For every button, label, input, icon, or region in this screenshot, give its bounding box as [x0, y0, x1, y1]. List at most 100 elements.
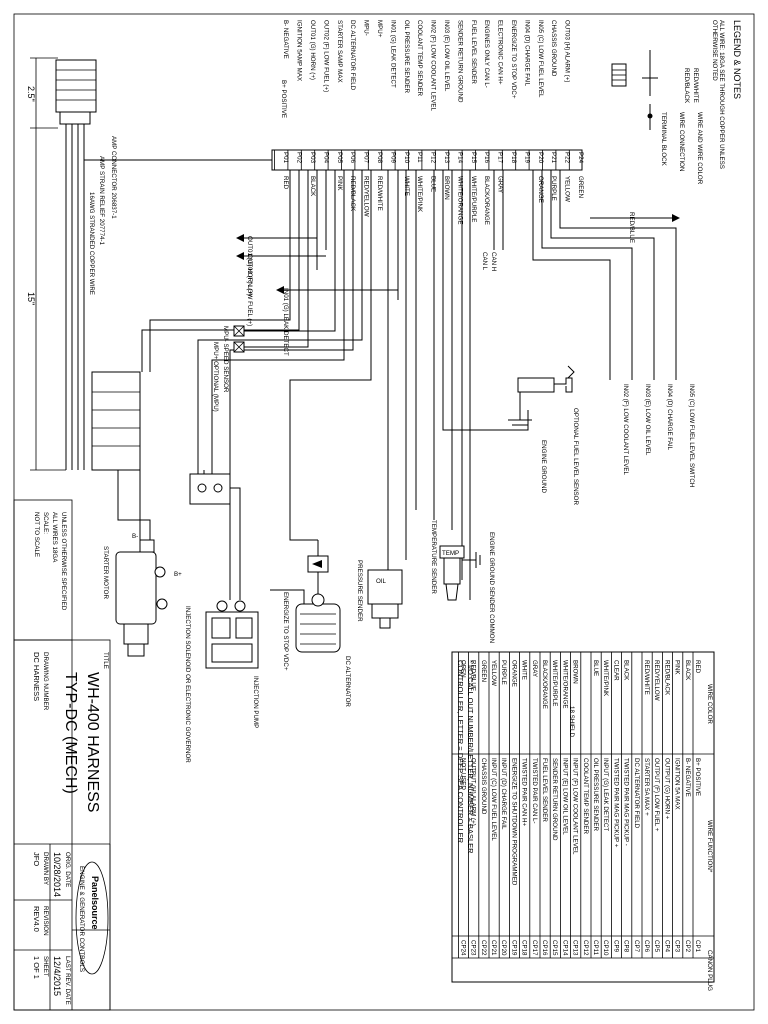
dim-mid: 15"	[26, 292, 36, 305]
drawing-subtitle: TYP-DC (MECH)	[62, 672, 79, 794]
table-cell-plug: CP10	[602, 940, 609, 956]
pin-id: P05	[336, 152, 343, 164]
pin-id: P10	[403, 152, 410, 164]
table-header-function: WIRE FUNCTION*	[706, 820, 713, 873]
pin-id: P17	[497, 152, 504, 164]
pin-function-label: ENGINES ONLY CAN L-	[483, 20, 490, 88]
table-cell-plug: CP22	[480, 940, 487, 956]
sheet-label: SHEET	[42, 956, 49, 977]
pin-id: P01	[282, 152, 289, 164]
table-cell-function: B+ POSITIVE	[694, 758, 701, 796]
table-cell-function: INPUT (C) LOW FUEL LEVEL	[490, 758, 497, 841]
company-name: Panelsource	[90, 876, 100, 930]
pin-function-label: OUT02 (F) LOW FUEL (+)	[322, 20, 329, 92]
switch-label: IN04 (D) CHARGE FAIL	[666, 384, 673, 451]
table-cell-color: WHITE	[521, 660, 528, 680]
table-cell-color: WHITE/PINK	[602, 660, 609, 697]
leak-detect-label: IN01 (G) LEAK DETECT	[282, 288, 289, 356]
pin-id: P06	[349, 152, 356, 164]
table-cell-color: BROWN	[572, 660, 579, 684]
table-footnote-2: CONTROLLER, LETTER = DEEP SEA CONTROLLER	[456, 660, 465, 844]
fuel-level-sensor: OPTIONAL FUEL LEVEL SENSOR ENGINE GROUND	[508, 365, 579, 505]
legend-sample-color-2: RED/BLACK	[683, 68, 690, 104]
pin-wire-color-label: WHITE/PINK	[416, 176, 423, 213]
table-cell-function: OIL PRESSURE SENDER	[592, 758, 599, 832]
table-cell-function: FUEL LEVEL SENDER	[541, 758, 548, 822]
unless-note-1: UNLESS OTHERWISE SPECIFIED	[60, 512, 67, 611]
table-cell-function: IGNITION 5A MAX	[674, 758, 681, 810]
table-cell-color: RED/BLACK	[663, 660, 670, 696]
pin-function-label: OIL PRESSURE SENDER	[403, 20, 410, 94]
pin-function-label: MPU+	[376, 20, 383, 38]
wire-table-border	[451, 651, 715, 983]
company-logo: Panelsource ENGINE & GENERATOR CONTROLS	[75, 861, 109, 975]
terminal-block	[91, 371, 141, 471]
legend-title: LEGEND & NOTES	[732, 20, 742, 99]
table-cell-color: BLACK/ORANGE	[541, 660, 548, 709]
table-cell-color: BLACK	[684, 660, 691, 681]
pin-id: P15	[470, 152, 477, 164]
drawing-number-label: DRAWING NUMBER	[42, 652, 49, 711]
company-sub: ENGINE & GENERATOR CONTROLS	[78, 866, 85, 972]
sensor-wires	[387, 170, 529, 600]
pin-wire-color-label: PINK	[336, 176, 343, 191]
drawn-by-label: DRAWN BY	[42, 852, 49, 885]
pin-id: P02	[296, 152, 303, 164]
can-h-label: CAN H	[490, 252, 497, 271]
red-blue-arrow	[672, 214, 680, 222]
table-cell-color: WHITE/ORANGE	[561, 660, 568, 708]
relay-block	[189, 470, 231, 505]
temp-badge: TEMP	[442, 550, 459, 557]
table-cell-plug: CP16	[541, 940, 548, 956]
revision-label: REVISION	[42, 906, 49, 936]
engine-ground-sender-label: ENGINE GROUND SENDER COMMON	[488, 532, 495, 643]
fuel-level-sensor-body	[517, 377, 555, 393]
pin-function-label: IN04 (D) CHARGE FAIL	[523, 20, 530, 87]
unless-note-2: ALL WIRES 18GA	[51, 512, 58, 563]
pin-function-label: STARTER SAMP MAX	[336, 20, 343, 83]
pin-function-label: OUT03 (H) ALARM (+)	[564, 20, 571, 82]
injection-pump-label: INJECTION PUMP	[252, 676, 259, 728]
pin-function-label: SENDER RETURN GROUND	[456, 20, 463, 103]
connector-pin-strip: P24P22P21P20P19P18P17P16P15P14P13P12P11P…	[271, 149, 584, 171]
pin-id: P09	[389, 152, 396, 164]
table-cell-function: INPUT (D) CHARGE FAIL	[500, 758, 507, 830]
dimension-lines: 2.5" 15"	[26, 57, 66, 471]
pin-wire-color-label: YELLOW	[564, 176, 571, 202]
pin-strip-box	[271, 149, 583, 171]
revision: REV4.0	[32, 906, 41, 932]
engine-ground-label: ENGINE GROUND	[540, 440, 547, 493]
orig-date: 10/28/2014	[52, 852, 62, 897]
table-cell-plug: CP1	[694, 940, 701, 953]
dc-alternator: DC ALTERNATOR	[270, 560, 351, 707]
pin-id: P13	[443, 152, 450, 164]
can-l-label: CAN L	[481, 252, 488, 271]
amp-connector-label: AMP CONNECTOR 206837-1	[110, 136, 117, 219]
table-header-plug: CANON PLUG	[706, 950, 713, 991]
pin-id: P07	[363, 152, 370, 164]
amp-connector	[55, 59, 272, 470]
table-cell-plug: CP17	[531, 940, 538, 956]
pin-id: P19	[523, 152, 530, 164]
pin-function-label: OUT01 (G) HORN (+)	[309, 20, 316, 80]
title-label: TITLE	[102, 652, 109, 669]
pin-function-label: DC ALTERNATOR FIELD	[349, 20, 356, 91]
table-cell-function: OUTPUT (F) LOW FUEL +	[653, 758, 660, 832]
sender-ground: ENGINE GROUND SENDER COMMON	[462, 532, 495, 643]
temperature-sender-label: TEMPERATURE SENDER	[430, 520, 437, 594]
pin-function-label: IN05 (C) LOW FUEL LEVEL	[537, 20, 544, 98]
switch-label: IN05 (C) LOW FUEL LEVEL SWITCH	[688, 384, 695, 487]
pressure-sender-label: PRESSURE SENDER	[356, 560, 363, 622]
table-cell-plug: CP6	[643, 940, 650, 953]
pin-id: P11	[416, 152, 423, 163]
unless-note-4: NOT TO SCALE	[33, 512, 40, 557]
table-cell-color: WHITE/PURPLE	[551, 660, 558, 706]
pin-function-label: CHASSIS GROUND	[550, 20, 557, 77]
table-cell-plug: CP5	[653, 940, 660, 953]
table-cell-color: BLACK	[623, 660, 630, 681]
dc-alternator-label: DC ALTERNATOR	[344, 656, 351, 707]
pin-function-label: B- NEGATIVE	[282, 20, 289, 59]
lowfuel-out-label: OUT02 (F) LOW FUEL (+)	[246, 254, 253, 326]
